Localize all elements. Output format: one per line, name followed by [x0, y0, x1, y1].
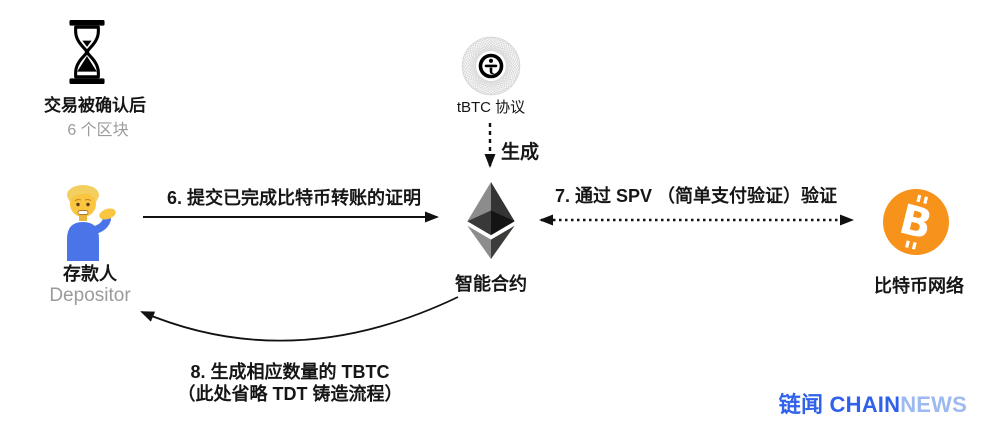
tbtc-protocol-icon	[461, 36, 521, 96]
confirmation-title: 交易被确认后	[44, 96, 146, 115]
generate-label: 生成	[501, 142, 540, 163]
depositor-label: 存款人	[63, 264, 117, 284]
step6-label: 6. 提交已完成比特币转账的证明	[166, 188, 422, 208]
ethereum-icon	[467, 182, 515, 259]
tbtc-protocol-label: tBTC 协议	[456, 99, 526, 116]
step8-label: 8. 生成相应数量的 TBTC （此处省略 TDT 铸造流程）	[178, 361, 403, 405]
depositor-sublabel: Depositor	[49, 285, 131, 306]
hourglass-icon	[69, 20, 105, 84]
step8-line1: 8. 生成相应数量的 TBTC	[190, 362, 390, 382]
bitcoin-icon: B	[883, 189, 949, 255]
step8-arrow	[140, 296, 459, 342]
person-tipping-hand-icon	[67, 185, 116, 261]
step8-line2: （此处省略 TDT 铸造流程）	[177, 384, 403, 404]
chainnews-logo-chain: CHAIN	[829, 392, 901, 417]
smart-contract-label: 智能合约	[455, 274, 527, 294]
step7-label: 7. 通过 SPV （简单支付验证）验证	[554, 186, 838, 206]
bitcoin-network-label: 比特币网络	[874, 276, 964, 296]
chainnews-logo: 链闻 CHAINNEWS	[779, 387, 967, 419]
chainnews-logo-news: NEWS	[900, 392, 967, 417]
chainnews-logo-cn: 链闻	[778, 392, 824, 417]
confirmation-subtitle: 6 个区块	[67, 122, 129, 139]
